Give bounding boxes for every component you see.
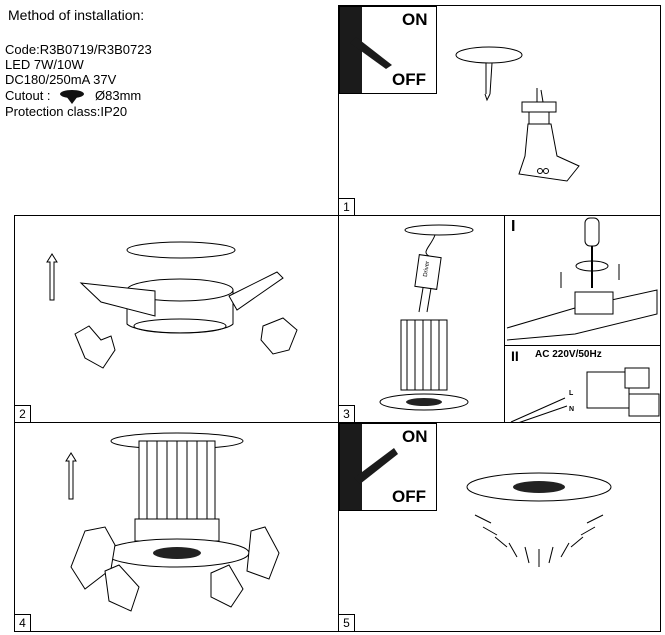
spec-led: LED 7W/10W: [5, 57, 84, 72]
step-number: 4: [15, 614, 31, 631]
spec-dc: DC180/250mA 37V: [5, 72, 117, 87]
voltage-label: AC 220V/50Hz: [535, 349, 602, 360]
switch-off-label: OFF: [392, 70, 426, 89]
wiring-step-i-panel: I: [504, 215, 661, 346]
step-number: 3: [339, 405, 355, 422]
step-number: 2: [15, 405, 31, 422]
step-number: 5: [339, 614, 355, 631]
ceiling-cutout-drawing: [455, 46, 580, 182]
insert-light-drawing: [65, 432, 280, 612]
spec-protection: Protection class:IP20: [5, 104, 128, 119]
switch-on-label: ON: [402, 10, 428, 29]
install-ring-drawing: [46, 241, 298, 369]
switch-plate: [340, 424, 362, 510]
step-5-panel: ON OFF 5: [338, 422, 661, 632]
page-title: Method of installation:: [8, 7, 145, 23]
power-switch-on: ON OFF: [339, 423, 437, 511]
step-number: 1: [339, 198, 355, 215]
wire-n-label: N: [569, 406, 575, 413]
wiring-step-ii-panel: II AC 220V/50Hz L N: [504, 345, 661, 425]
switch-lever-icon: [350, 37, 392, 69]
step-3-panel: Driver 3: [338, 215, 505, 423]
spec-cutout-label: Cutout :: [5, 88, 51, 103]
switch-plate: [340, 7, 362, 93]
spec-code: Code:R3B0719/R3B0723: [5, 42, 152, 57]
terminal-screwdriver-drawing: [506, 217, 658, 341]
wire-l-label: L: [569, 390, 574, 397]
step-1-panel: ON OFF 1: [338, 5, 661, 216]
wiring-step-i-label: I: [511, 218, 516, 235]
mains-terminal-drawing: [510, 367, 660, 425]
driver-connection-drawing: [379, 224, 474, 411]
wiring-step-ii-label: II: [511, 348, 519, 364]
switch-off-label: OFF: [392, 487, 426, 506]
step-2-panel: 2: [14, 215, 339, 423]
spec-cutout-value: Ø83mm: [95, 88, 142, 103]
lit-fixture-drawing: [466, 472, 612, 567]
switch-lever-icon: [354, 448, 398, 484]
switch-on-label: ON: [402, 427, 428, 446]
step-4-panel: 4: [14, 422, 339, 632]
power-switch-off: ON OFF: [339, 6, 437, 94]
